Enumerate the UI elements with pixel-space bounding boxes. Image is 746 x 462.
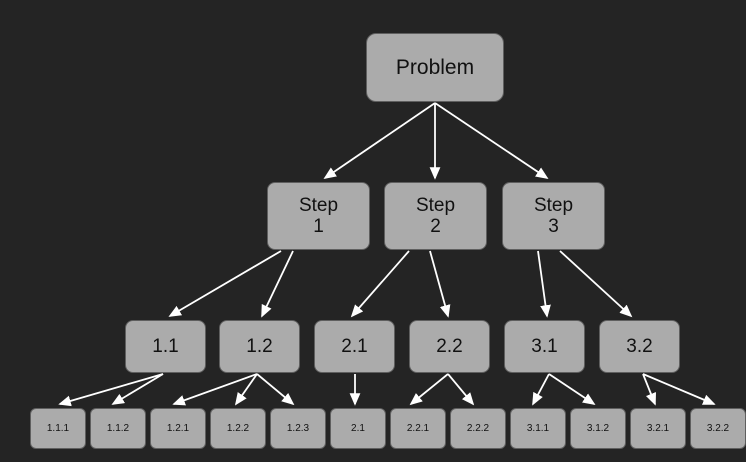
node-label-l222: 2.2.2 (466, 422, 490, 434)
node-s3[interactable]: Step 3 (502, 182, 605, 250)
node-l21[interactable]: 2.1 (330, 408, 386, 449)
edge-s1-to-n12 (261, 250, 294, 318)
node-label-l112: 1.1.2 (106, 422, 130, 434)
edge-s3-to-n31 (537, 250, 551, 318)
edge-s2-to-n21 (350, 250, 410, 318)
node-label-n21: 2.1 (341, 335, 368, 357)
node-n11[interactable]: 1.1 (125, 320, 206, 373)
edge-s1-to-n11 (168, 250, 282, 317)
edge-n31-to-l311 (532, 373, 550, 406)
node-label-s1: Step 1 (298, 194, 339, 237)
edge-n32-to-l322 (642, 373, 716, 405)
node-label-l121: 1.2.1 (166, 422, 190, 434)
edges-group (58, 102, 716, 407)
node-label-l221: 2.2.1 (406, 422, 430, 434)
edge-n32-to-l321 (642, 373, 657, 406)
edge-root-to-s3 (434, 102, 549, 180)
node-label-n31: 3.1 (531, 335, 558, 357)
node-l311[interactable]: 3.1.1 (510, 408, 566, 449)
edge-s2-to-n22 (429, 250, 451, 318)
node-label-l311: 3.1.1 (526, 422, 550, 434)
node-n12[interactable]: 1.2 (219, 320, 300, 373)
edge-n12-to-l121 (172, 373, 258, 406)
node-label-l312: 3.1.2 (586, 422, 610, 434)
node-s2[interactable]: Step 2 (384, 182, 487, 250)
edge-n31-to-l312 (548, 373, 596, 405)
edge-s3-to-n32 (559, 250, 633, 318)
edge-n11-to-l112 (111, 373, 164, 405)
edge-n12-to-l123 (256, 373, 295, 406)
node-l123[interactable]: 1.2.3 (270, 408, 326, 449)
node-l122[interactable]: 1.2.2 (210, 408, 266, 449)
node-label-n11: 1.1 (152, 335, 179, 357)
edge-root-to-s1 (323, 102, 436, 180)
edge-n22-to-l222 (447, 373, 475, 406)
node-label-root: Problem (395, 55, 475, 79)
node-label-l122: 1.2.2 (226, 422, 250, 434)
node-label-l322: 3.2.2 (706, 422, 730, 434)
node-l312[interactable]: 3.1.2 (570, 408, 626, 449)
node-root[interactable]: Problem (366, 33, 504, 102)
node-label-s3: Step 3 (533, 194, 574, 237)
node-l222[interactable]: 2.2.2 (450, 408, 506, 449)
node-s1[interactable]: Step 1 (267, 182, 370, 250)
node-n21[interactable]: 2.1 (314, 320, 395, 373)
node-n31[interactable]: 3.1 (504, 320, 585, 373)
node-label-l123: 1.2.3 (286, 422, 310, 434)
node-l111[interactable]: 1.1.1 (30, 408, 86, 449)
edge-n22-to-l221 (409, 373, 449, 406)
node-n22[interactable]: 2.2 (409, 320, 490, 373)
edge-n11-to-l111 (58, 373, 164, 407)
node-l112[interactable]: 1.1.2 (90, 408, 146, 449)
node-l121[interactable]: 1.2.1 (150, 408, 206, 449)
edge-n12-to-l122 (234, 373, 258, 406)
node-l322[interactable]: 3.2.2 (690, 408, 746, 449)
node-label-s2: Step 2 (415, 194, 456, 237)
node-l221[interactable]: 2.2.1 (390, 408, 446, 449)
node-label-n22: 2.2 (436, 335, 463, 357)
node-label-n32: 3.2 (626, 335, 653, 357)
node-label-n12: 1.2 (246, 335, 273, 357)
node-label-l111: 1.1.1 (46, 422, 70, 434)
node-l321[interactable]: 3.2.1 (630, 408, 686, 449)
node-label-l21: 2.1 (351, 422, 365, 434)
node-n32[interactable]: 3.2 (599, 320, 680, 373)
node-label-l321: 3.2.1 (646, 422, 670, 434)
